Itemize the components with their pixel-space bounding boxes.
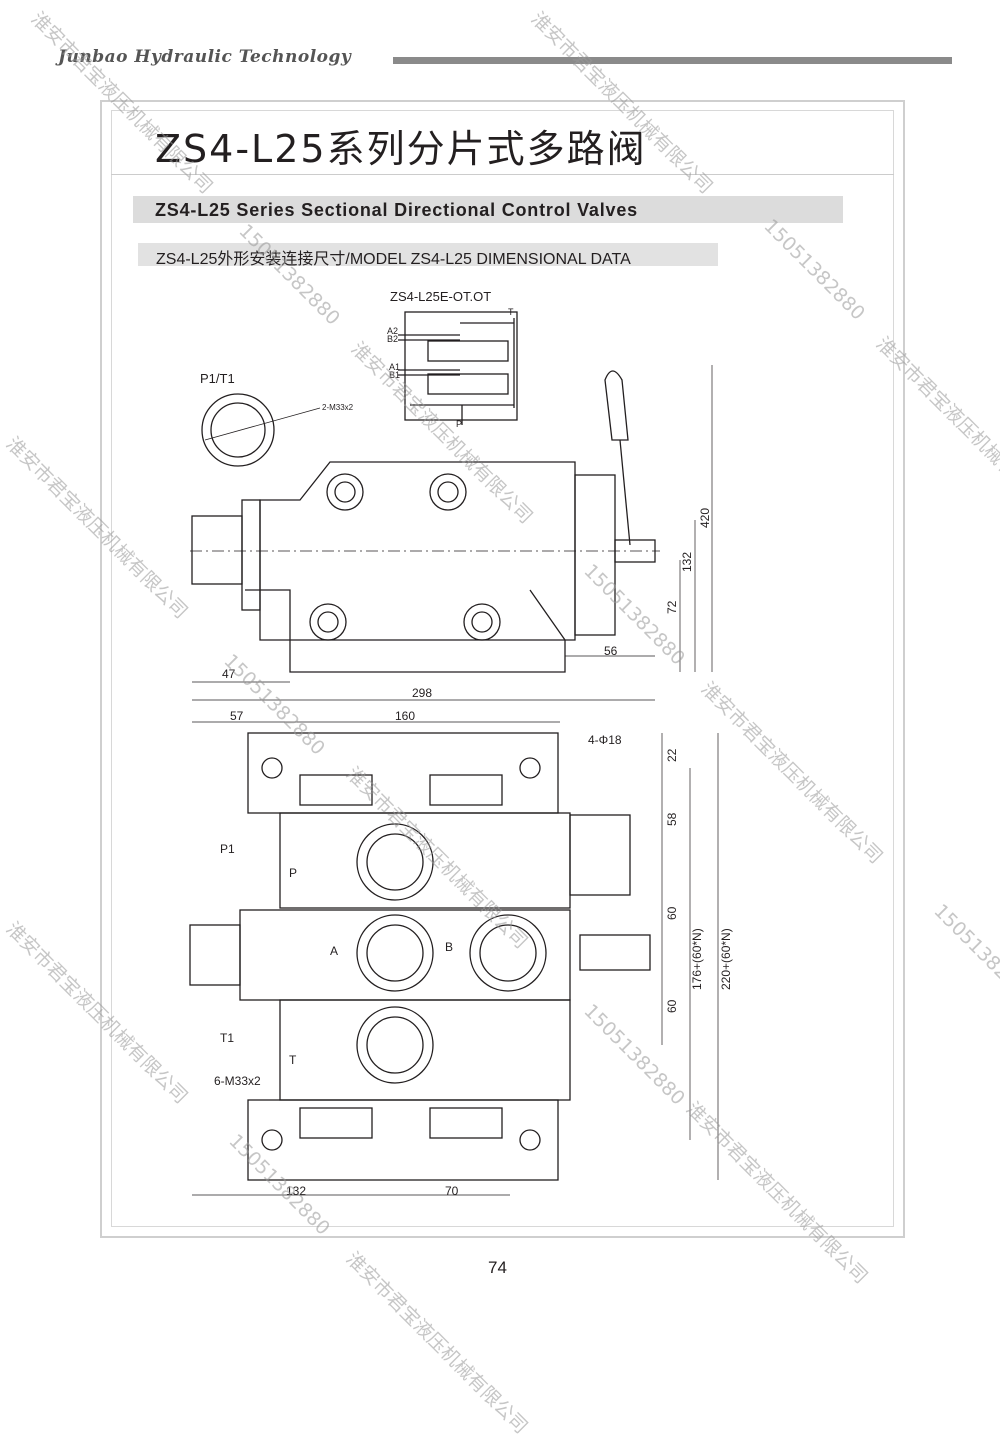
dim-60-a: 60: [665, 906, 679, 920]
port-a1: A1: [389, 362, 400, 372]
port-a2: A2: [387, 326, 398, 336]
title-divider: [111, 174, 894, 175]
port-label-p1t1: P1/T1: [200, 371, 235, 386]
dim-60-b: 60: [665, 999, 679, 1013]
top-view: 57 160 4-Φ18 P1 P A B T1 T 6-M33x2 22 58…: [189, 709, 733, 1198]
page-frame: [100, 100, 905, 1238]
side-view: P1/T1 2-M33x2 47 298 56 72 132 420: [190, 365, 713, 701]
section-banner-text: ZS4-L25 Series Sectional Directional Con…: [155, 200, 638, 220]
label-p1: P1: [220, 842, 235, 856]
schematic-model: ZS4-L25E-OT.OT: [390, 289, 491, 304]
page-number: 74: [488, 1258, 507, 1277]
port-b2: B2: [387, 334, 398, 344]
brand-logo: Junbao Hydraulic Technology: [58, 47, 352, 67]
label-t1: T1: [220, 1031, 234, 1045]
page-frame-inner: [111, 110, 894, 1227]
label-b: B: [445, 940, 453, 954]
dim-22: 22: [665, 748, 679, 762]
port-b1: B1: [389, 370, 400, 380]
dim-72: 72: [665, 600, 679, 614]
dim-420: 420: [698, 508, 712, 528]
hole-spec: 4-Φ18: [588, 733, 622, 747]
header-bar: [393, 57, 952, 64]
label-a: A: [330, 944, 338, 958]
technical-drawing: ZS4-L25E-OT.OT A2 B2 A1 B1 T P P1/T1 2-M…: [189, 289, 733, 1198]
section-banner: ZS4-L25 Series Sectional Directional Con…: [133, 196, 843, 223]
subsection-banner-text: ZS4-L25外形安装连接尺寸/MODEL ZS4-L25 DIMENSIONA…: [156, 251, 631, 268]
dim-47: 47: [222, 667, 236, 681]
thread-label: 2-M33x2: [322, 403, 354, 412]
dim-160: 160: [395, 709, 415, 723]
dim-220: 220+(60*N): [719, 928, 733, 990]
dim-132-bottom: 132: [286, 1184, 306, 1198]
hydraulic-schematic: ZS4-L25E-OT.OT A2 B2 A1 B1 T P: [387, 289, 518, 429]
dim-58: 58: [665, 812, 679, 826]
page-title: ZS4-L25系列分片式多路阀: [155, 127, 647, 171]
label-p: P: [289, 866, 297, 880]
subsection-banner: ZS4-L25外形安装连接尺寸/MODEL ZS4-L25 DIMENSIONA…: [138, 243, 718, 268]
port-p: P: [456, 419, 462, 429]
dim-70: 70: [445, 1184, 459, 1198]
port-t: T: [508, 307, 514, 317]
label-t: T: [289, 1053, 297, 1067]
dim-132: 132: [680, 552, 694, 572]
dim-56: 56: [604, 644, 618, 658]
thread-label-6: 6-M33x2: [214, 1074, 261, 1088]
dim-176: 176+(60*N): [690, 928, 704, 990]
dim-298: 298: [412, 686, 432, 700]
dim-57: 57: [230, 709, 244, 723]
